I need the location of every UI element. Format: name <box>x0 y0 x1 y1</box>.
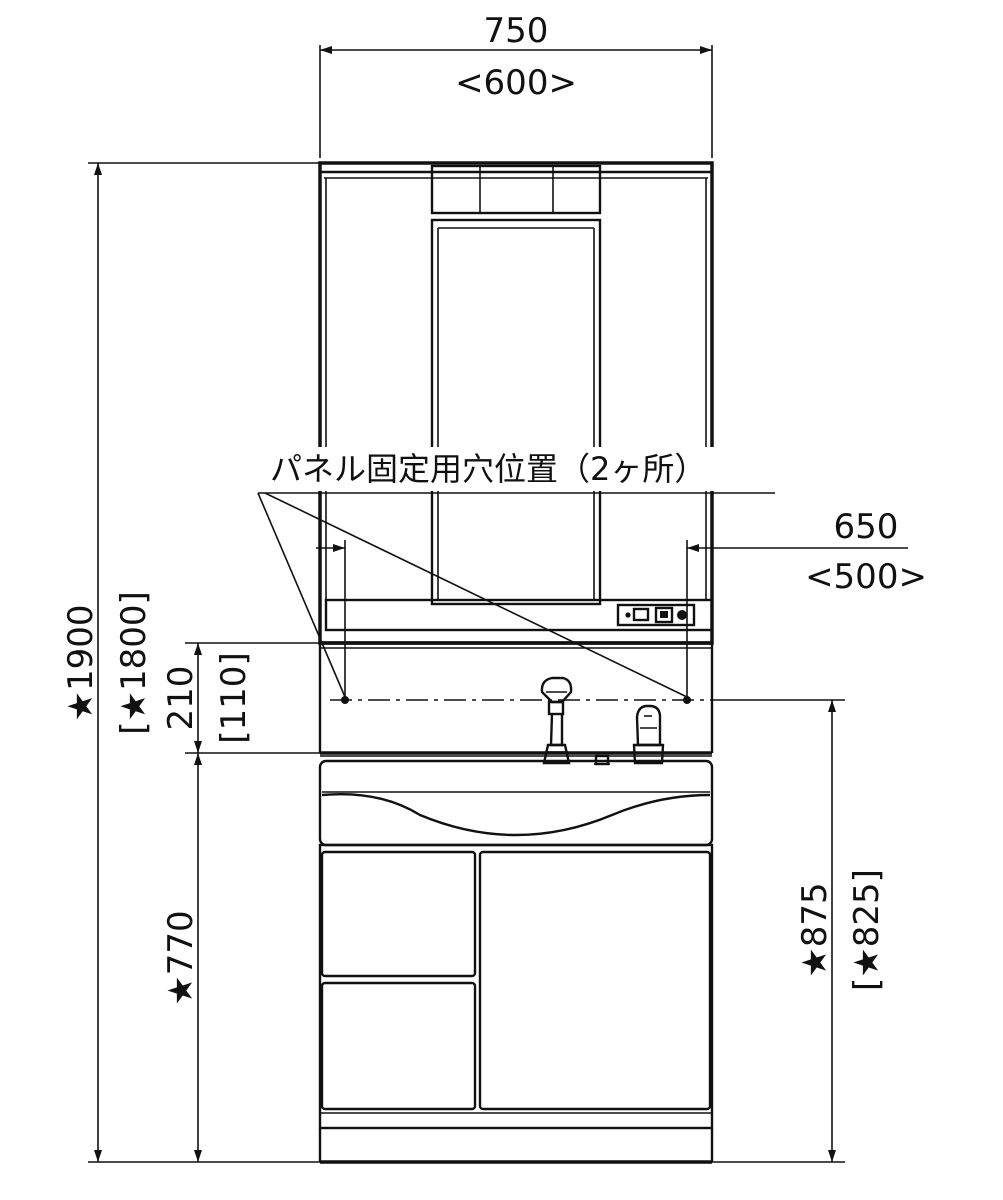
upper-drawer <box>320 850 477 978</box>
faucet <box>540 676 573 765</box>
top-width-label: 750 <box>484 11 549 51</box>
outlet-switch-panel <box>616 603 696 627</box>
swing-door <box>478 850 712 1111</box>
total-height-alt-label: [★1800] <box>114 591 154 735</box>
light-unit <box>430 164 602 215</box>
hole-offset-alt-label: [110] <box>214 652 254 743</box>
mirror-cabinet <box>318 161 714 645</box>
hole-spacing-alt-label: <500> <box>805 557 927 597</box>
basin-counter <box>318 751 714 847</box>
cabinet-height-dimension: ★770 <box>161 753 202 1162</box>
hole-offset-dimension: 210 [110] <box>161 642 320 754</box>
shower-holder <box>632 704 665 765</box>
lower-cabinet <box>318 843 714 1164</box>
hole-offset-label: 210 <box>161 666 201 731</box>
hole-spacing-dimension: 650 <500> <box>316 507 927 700</box>
total-height-dimension: ★1900 [★1800] <box>61 162 320 1162</box>
center-mirror-door <box>430 218 602 606</box>
panel-hole-annotation: パネル固定用穴位置（2ヶ所） <box>257 447 778 698</box>
lower-drawer <box>320 981 477 1111</box>
hole-height-label: ★875 <box>795 882 835 977</box>
cabinet-height-label: ★770 <box>161 910 201 1005</box>
hole-height-dimension: ★875 [★825] <box>795 700 887 1162</box>
top-width-dimension: 750 <600> <box>319 11 713 158</box>
hole-height-alt-label: [★825] <box>847 869 887 991</box>
backsplash <box>318 643 714 753</box>
hole-spacing-label: 650 <box>834 507 899 547</box>
panel-hole-line <box>330 696 845 704</box>
panel-hole-note: パネル固定用穴位置（2ヶ所） <box>270 450 706 488</box>
top-width-alt-label: <600> <box>455 63 577 103</box>
total-height-label: ★1900 <box>61 604 101 721</box>
bottom-strip <box>324 598 714 632</box>
